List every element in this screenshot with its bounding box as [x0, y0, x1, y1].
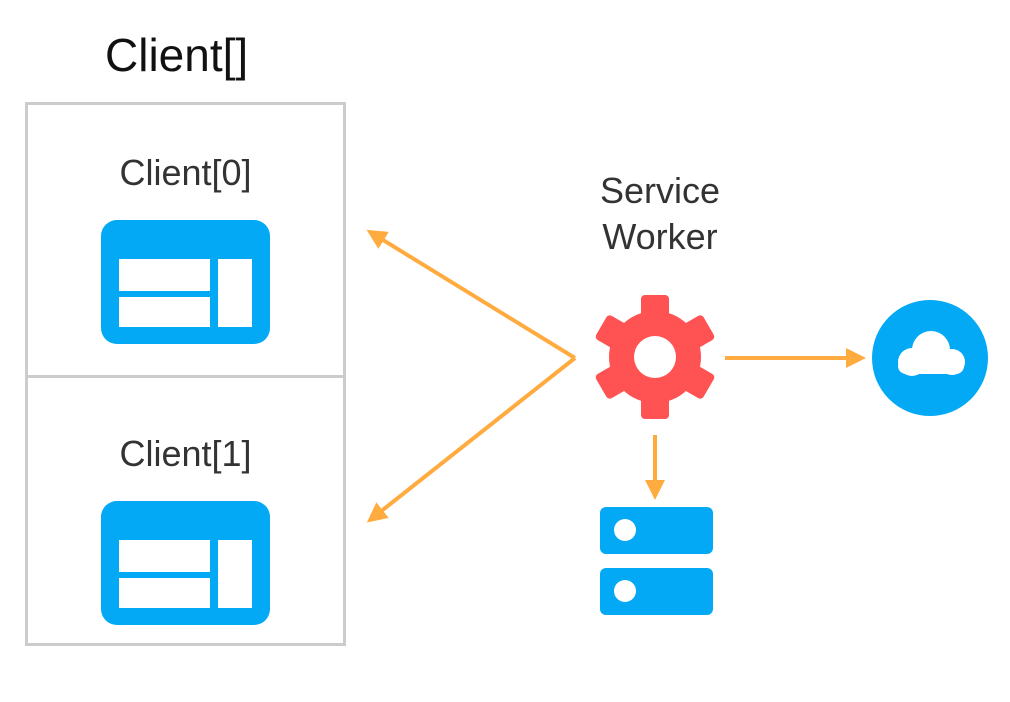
- arrow-to-client-0: [366, 229, 577, 360]
- gear-icon: [595, 295, 715, 419]
- service-worker-label-line1: Service: [599, 170, 721, 211]
- browser-window-icon-1: [101, 501, 270, 625]
- arrow-to-client-1: [366, 356, 577, 523]
- service-worker-label: Service Worker: [560, 168, 760, 260]
- client-label-1: Client[1]: [119, 433, 252, 474]
- client-label-0: Client[0]: [119, 152, 252, 193]
- diagram-title: Client[]: [105, 29, 249, 81]
- database-icon: [600, 507, 713, 615]
- browser-window-icon-0: [101, 220, 270, 344]
- service-worker-label-line2: Worker: [602, 216, 718, 257]
- cloud-icon: [872, 300, 988, 416]
